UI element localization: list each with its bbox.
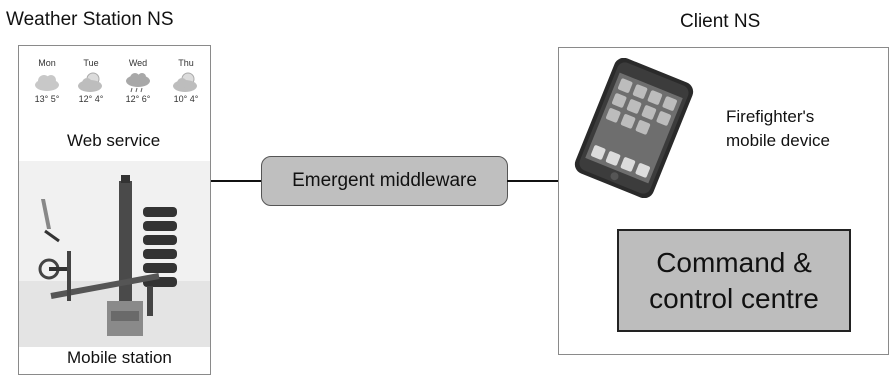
forecast-day: Thu 10° 4° <box>166 58 206 104</box>
cloud-icon <box>35 75 59 91</box>
forecast-day: Wed 12° 6° <box>118 58 158 104</box>
firefighter-label-line2: mobile device <box>726 131 830 150</box>
forecast-temp: 10° 4° <box>173 94 199 104</box>
command-line2: control centre <box>649 282 819 314</box>
forecast-day: Tue 12° 4° <box>71 58 111 104</box>
weather-station-title: Weather Station NS <box>6 9 174 30</box>
forecast-day: Mon 13° 5° <box>27 58 67 104</box>
forecast-day-name: Mon <box>38 58 56 68</box>
forecast-temp: 12° 4° <box>78 94 104 104</box>
forecast-day-name: Thu <box>178 58 194 68</box>
emergent-middleware-box: Emergent middleware <box>261 156 508 206</box>
command-line1: Command & <box>656 246 812 278</box>
rain-cloud-icon <box>126 73 150 93</box>
mobile-station-label: Mobile station <box>67 348 172 367</box>
forecast-temp: 13° 5° <box>34 94 60 104</box>
forecast-day-name: Tue <box>83 58 99 68</box>
sun-cloud-icon <box>78 72 102 92</box>
forecast-day-name: Wed <box>128 58 148 68</box>
weather-forecast: Mon 13° 5° Tue 12° 4° Wed 12° 6° Thu <box>19 58 210 128</box>
forecast-temp: 12° 6° <box>125 94 151 104</box>
connector-left <box>211 180 262 182</box>
sun-cloud-icon <box>173 72 197 92</box>
client-title: Client NS <box>680 11 761 32</box>
firefighter-label-line1: Firefighter's <box>726 107 815 126</box>
weather-station-image <box>19 161 210 347</box>
connector-right <box>507 180 559 182</box>
smartphone-icon <box>574 58 694 198</box>
command-control-centre-box: Command & control centre <box>617 229 851 332</box>
weather-station-box: Mon 13° 5° Tue 12° 4° Wed 12° 6° Thu <box>18 45 211 375</box>
firefighter-device-label: Firefighter's mobile device <box>726 105 830 153</box>
web-service-label: Web service <box>67 131 161 150</box>
